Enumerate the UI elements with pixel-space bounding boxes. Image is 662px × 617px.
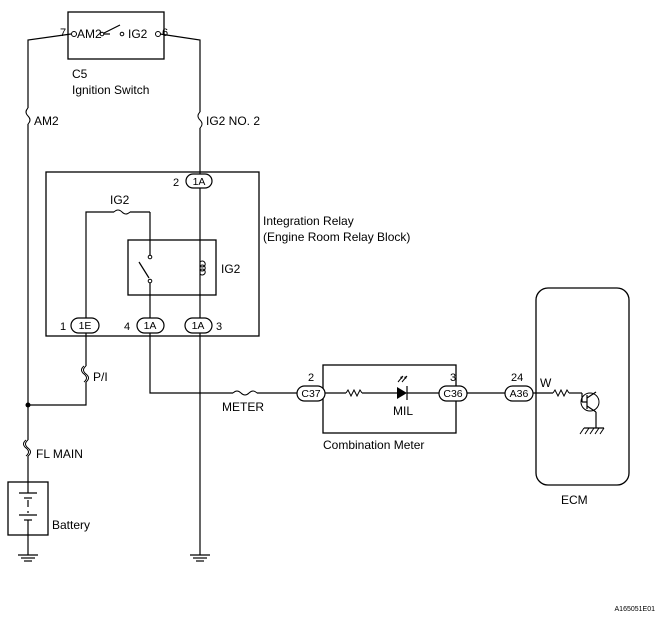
ignition-switch: AM2 IG2 7 6 C5 Ignition Switch bbox=[60, 11, 168, 97]
relay-connector-right-code: 1A bbox=[192, 320, 205, 332]
ground-symbol-battery bbox=[18, 554, 38, 562]
ecm-connector-code: A36 bbox=[510, 388, 529, 400]
ecm-wire-color: W bbox=[540, 376, 552, 390]
ignition-switch-pin-7: 7 bbox=[60, 27, 66, 39]
meter-in-connector-code: C37 bbox=[301, 388, 320, 400]
relay-pin-right-number: 3 bbox=[216, 321, 222, 333]
ignition-switch-terminal-ig2 bbox=[155, 31, 161, 37]
fuse-ig2-no2-symbol bbox=[197, 111, 203, 129]
battery: Battery bbox=[7, 481, 90, 562]
relay-pin-mid-number: 4 bbox=[124, 321, 130, 333]
ecm-label: ECM bbox=[561, 493, 588, 507]
ecm-resistor bbox=[552, 388, 570, 398]
relay-connector-right bbox=[184, 317, 213, 334]
battery-label: Battery bbox=[52, 518, 90, 532]
ig2-feed: IG2 NO. 2 bbox=[159, 33, 260, 174]
meter-out-connector-code: C36 bbox=[443, 388, 462, 400]
combination-meter-box bbox=[322, 364, 457, 434]
ignition-switch-contact bbox=[103, 24, 121, 34]
relay-connector-left bbox=[70, 317, 100, 334]
fuse-am2-symbol bbox=[25, 107, 31, 125]
fuse-ig2-symbol bbox=[113, 209, 131, 215]
relay-connector-left-code: 1E bbox=[79, 320, 92, 332]
ignition-switch-pin-6: 6 bbox=[162, 27, 168, 39]
mil-led-diode bbox=[397, 387, 407, 399]
ignition-switch-am2-label: AM2 bbox=[77, 27, 102, 41]
relay-coil-label: IG2 bbox=[221, 262, 241, 276]
relay-connector-top-code: 1A bbox=[193, 176, 206, 188]
relay-title-line2: (Engine Room Relay Block) bbox=[263, 230, 410, 244]
relay-switch-contact bbox=[138, 261, 150, 279]
ignition-switch-ig2-label: IG2 bbox=[128, 27, 148, 41]
meter-resistor bbox=[345, 388, 363, 398]
ecm-pin-number: 24 bbox=[511, 372, 523, 384]
left-power-wiring: AM2 P/I FL MAIN bbox=[23, 33, 108, 482]
ignition-switch-box bbox=[67, 11, 165, 60]
fuse-ig2-label: IG2 bbox=[110, 193, 130, 207]
fuse-pi-symbol bbox=[83, 365, 89, 383]
fuse-meter-symbol bbox=[232, 390, 258, 396]
mil-label: MIL bbox=[393, 404, 413, 418]
ignition-switch-connector: C5 bbox=[72, 67, 88, 81]
fuse-fl-main-symbol bbox=[25, 439, 31, 457]
figure-id: A165051E01 bbox=[615, 606, 656, 613]
ignition-switch-name: Ignition Switch bbox=[72, 83, 149, 97]
ecm: 24 A36 W ECM bbox=[504, 287, 630, 507]
ground-symbol-relay bbox=[190, 554, 210, 562]
fuse-fl-main-label: FL MAIN bbox=[36, 447, 83, 461]
relay-inner-box bbox=[127, 239, 217, 296]
meter-out-pin-number: 3 bbox=[450, 372, 456, 384]
relay-pin-top-number: 2 bbox=[173, 177, 179, 189]
relay-title-line1: Integration Relay bbox=[263, 214, 354, 228]
fuse-meter-label: METER bbox=[222, 400, 264, 414]
fuse-pi-label: P/I bbox=[93, 370, 108, 384]
relay-outputs: METER bbox=[85, 333, 297, 562]
combination-meter: 2 C37 MIL 3 C36 Combination Meter bbox=[296, 364, 505, 452]
ground-symbol-ecm bbox=[579, 427, 605, 435]
meter-in-pin-number: 2 bbox=[308, 372, 314, 384]
relay-coil bbox=[199, 260, 206, 276]
combination-meter-label: Combination Meter bbox=[323, 438, 424, 452]
relay-connector-mid-code: 1A bbox=[144, 320, 157, 332]
ecm-box bbox=[535, 287, 630, 486]
relay-block-outline bbox=[45, 171, 260, 337]
relay-connector-top bbox=[185, 173, 213, 189]
ignition-switch-terminal-am2 bbox=[71, 31, 77, 37]
ecm-transistor bbox=[580, 392, 600, 412]
integration-relay: 1A 2 IG2 IG2 1 1E 4 1A 1A 3 Integration … bbox=[45, 171, 410, 337]
fuse-ig2-no2-label: IG2 NO. 2 bbox=[206, 114, 260, 128]
fuse-am2-label: AM2 bbox=[34, 114, 59, 128]
relay-pin-left-number: 1 bbox=[60, 321, 66, 333]
